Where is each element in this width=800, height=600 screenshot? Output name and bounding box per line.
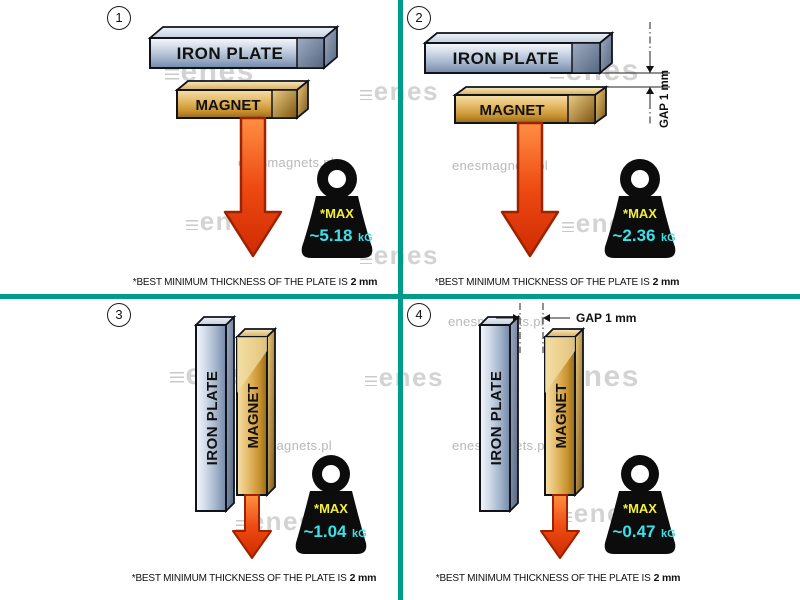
caption-text: *BEST MINIMUM THICKNESS OF THE PLATE IS [132,277,348,288]
weight-kettlebell: *MAX ~1.04 kG [295,455,367,554]
weight-kettlebell: *MAX ~5.18 kG [301,159,373,258]
weight-kettlebell: *MAX ~0.47 kG [604,455,676,554]
caption-text: *BEST MINIMUM THICKNESS OF THE PLATE IS [435,573,651,584]
weight-max-label: *MAX [314,501,348,516]
divider-vertical [398,0,403,600]
magnet: MAGNET [234,326,278,498]
panel-1-graphic: IRON PLATE MAGNET *MAX ~5.18 kG [147,25,373,258]
pull-force-arrow [223,116,283,258]
gap-label: GAP 1 mm [576,311,636,325]
iron-plate: IRON PLATE [477,314,521,514]
panel-3-graphic: IRON PLATE MAGNET *MAX ~1.04 kG [193,314,367,559]
gap-dimension: GAP 1 mm [601,22,671,128]
weight-unit: kG [352,528,367,540]
iron-plate: IRON PLATE [147,25,340,70]
weight-value: ~5.18 [309,226,352,245]
iron-plate: IRON PLATE [193,314,237,514]
panel-number-4: 4 [407,303,431,327]
iron-plate-label: IRON PLATE [453,49,560,68]
pull-force-arrow [500,121,560,258]
caption-text: *BEST MINIMUM THICKNESS OF THE PLATE IS [131,573,347,584]
magnet-label: MAGNET [553,384,570,449]
panel-4-graphic: IRON PLATE MAGNET GAP 1 mm *MAX ~0.47 kG [477,303,676,559]
watermark-logo: enes [360,76,439,107]
magnet-label: MAGNET [196,97,261,114]
panel-number-2: 2 [407,6,431,30]
weight-value: ~2.36 [612,226,655,245]
iron-plate-label: IRON PLATE [204,371,221,466]
magnet: MAGNET [174,79,311,120]
magnet-label: MAGNET [480,102,545,119]
divider-horizontal [0,294,800,299]
weight-max-label: *MAX [320,206,354,221]
weight-unit: kG [358,232,373,244]
iron-plate-label: IRON PLATE [488,371,505,466]
magnet: MAGNET [542,326,586,498]
gap-dimension: GAP 1 mm [496,303,636,353]
magnet: MAGNET [452,85,609,125]
caption-bold: 2 mm [653,572,681,584]
weight-max-label: *MAX [623,501,657,516]
pull-force-arrow [540,494,580,559]
caption-text: *BEST MINIMUM THICKNESS OF THE PLATE IS [434,277,650,288]
gap-label: GAP 1 mm [659,70,671,128]
weight-value: ~0.47 [612,522,655,541]
caption-bold: 2 mm [350,276,378,288]
weight-unit: kG [661,528,676,540]
weight-kettlebell: *MAX ~2.36 kG [604,159,676,258]
panel-number-3: 3 [107,303,131,327]
watermark-logo: enes [360,240,439,271]
caption-bold: 2 mm [349,572,377,584]
pull-force-arrow [232,494,272,559]
watermark-logo: enes [365,362,444,393]
magnet-label: MAGNET [245,384,262,449]
weight-unit: kG [661,232,676,244]
weight-value: ~1.04 [303,522,347,541]
panel-2-graphic: IRON PLATE MAGNET GAP 1 mm *MAX ~2. [422,22,676,258]
panel-number-1: 1 [107,6,131,30]
iron-plate-label: IRON PLATE [177,44,284,63]
weight-max-label: *MAX [623,206,657,221]
iron-plate: IRON PLATE [422,31,615,75]
caption-bold: 2 mm [652,276,680,288]
